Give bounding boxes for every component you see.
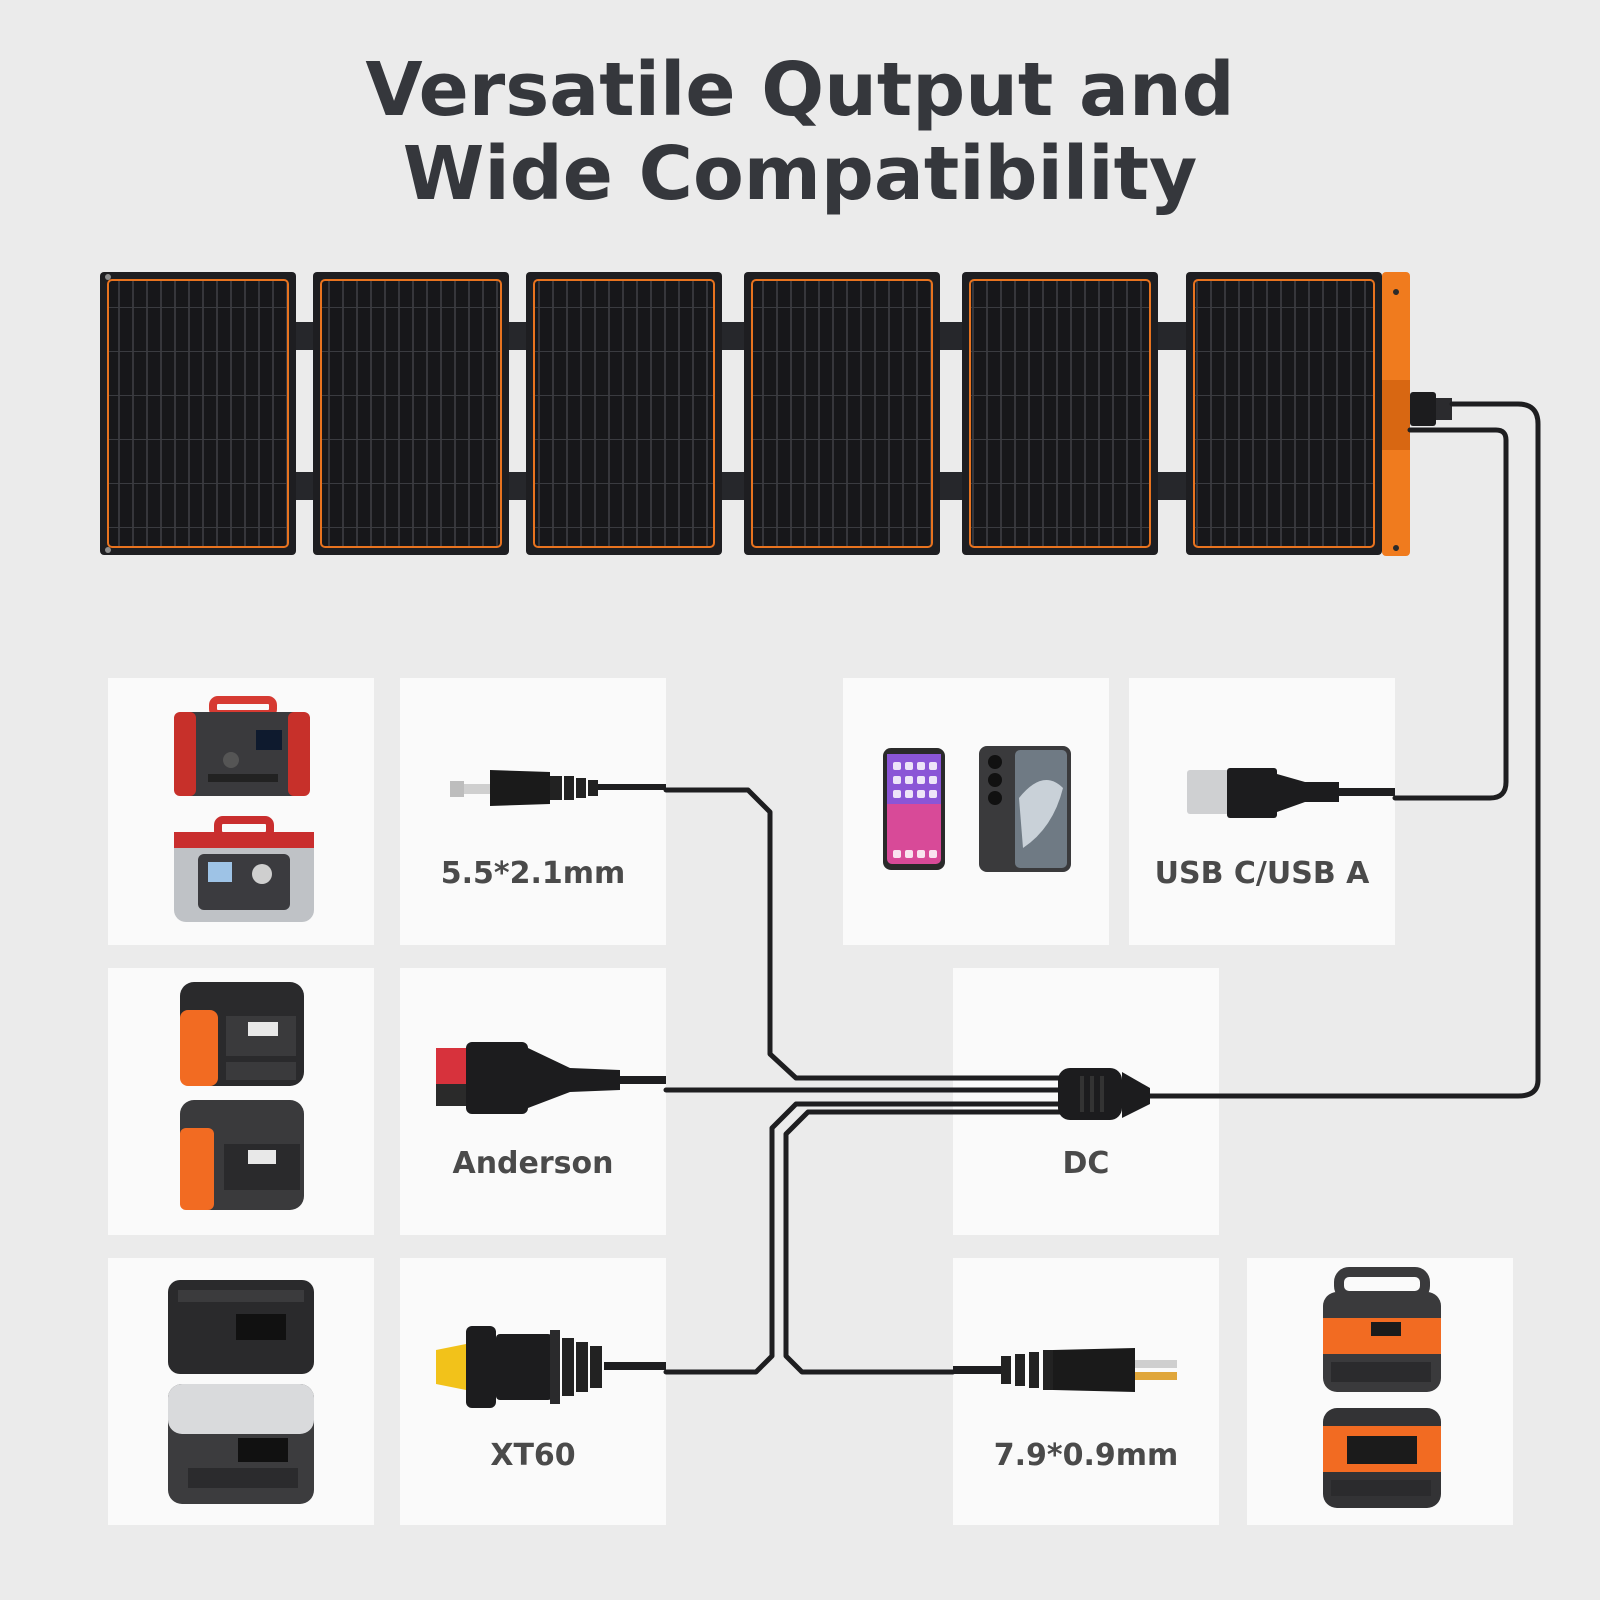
title-line-2: Wide Compatibility — [402, 131, 1198, 217]
label-xt60: XT60 — [490, 1438, 576, 1473]
powerstation-red-image — [174, 696, 314, 922]
panel-cell-3 — [526, 272, 722, 555]
anderson-plug-icon — [436, 1042, 666, 1114]
label-anderson: Anderson — [452, 1146, 614, 1181]
panel-cell-5 — [962, 272, 1158, 555]
card-connector-xt60: XT60 — [400, 1258, 666, 1525]
powerstation-orange-image — [180, 982, 304, 1210]
card-connector-usb: USB C/USB A — [1129, 678, 1395, 945]
panel-cell-4 — [744, 272, 940, 555]
panel-cell-1 — [100, 272, 296, 555]
panel-cell-6 — [1186, 272, 1382, 555]
label-7909: 7.9*0.9mm — [993, 1438, 1179, 1473]
label-usb: USB C/USB A — [1154, 856, 1370, 891]
label-dc: DC — [1062, 1146, 1110, 1181]
phones-image — [883, 746, 1071, 872]
card-powerstation-red — [108, 678, 374, 945]
title-line-1: Versatile Qutput and — [365, 47, 1235, 133]
card-powerstation-orange — [108, 968, 374, 1235]
solar-panel — [100, 272, 1452, 556]
label-5521: 5.5*2.1mm — [440, 856, 626, 891]
card-splitter-dc: DC — [953, 968, 1219, 1235]
xt60-plug-icon — [436, 1326, 666, 1408]
dc-5521-plug-icon — [450, 770, 666, 806]
panel-cell-2 — [313, 272, 509, 555]
card-phones — [843, 678, 1109, 945]
card-connector-7909: 7.9*0.9mm — [953, 1258, 1219, 1525]
dc-7909-plug-icon — [953, 1348, 1177, 1392]
usb-plug-icon — [1187, 768, 1395, 818]
card-connector-5521: 5.5*2.1mm — [400, 678, 666, 945]
card-powerstation-ecoflow — [108, 1258, 374, 1525]
powerstation-jackery-image — [1323, 1267, 1441, 1508]
card-powerstation-jackery — [1247, 1258, 1513, 1525]
page-title: Versatile Qutput and Wide Compatibility — [0, 48, 1600, 216]
panel-output-plug — [1410, 392, 1436, 426]
card-connector-anderson: Anderson — [400, 968, 666, 1235]
powerstation-ecoflow-image — [168, 1280, 314, 1504]
